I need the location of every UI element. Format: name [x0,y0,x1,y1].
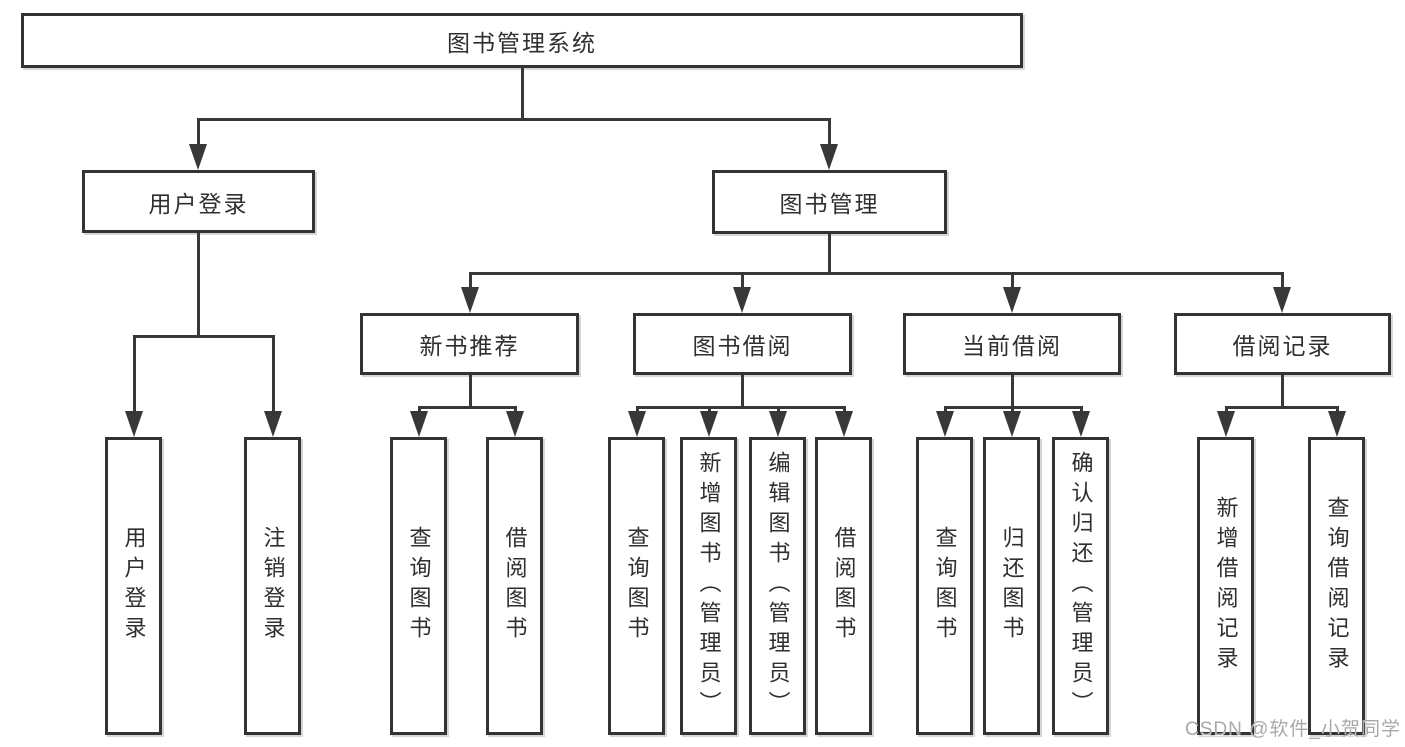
arrowhead-down-icon [1072,411,1090,437]
connector-stem [740,375,744,409]
arrowhead-down-icon [820,144,838,170]
arrowhead-down-icon [1003,411,1021,437]
node-book-borrow-label: 图书借阅 [692,333,793,359]
connector-drop [132,335,136,417]
leaf-user-login-label: 用户登录 [121,526,147,646]
connector-stem [196,233,200,338]
leaf-recommend-borrow-book-label: 借阅图书 [502,526,528,646]
arrowhead-down-icon [506,411,524,437]
connector-stem [520,68,524,121]
leaf-edit-book-admin: 编辑图书（管理员） [749,437,806,735]
node-current-borrow-label: 当前借阅 [962,333,1062,359]
leaf-borrow-query-book: 查询图书 [608,437,665,735]
arrowhead-down-icon [936,411,954,437]
connector-bar [1224,406,1339,409]
node-root-label: 图书管理系统 [447,29,597,56]
leaf-query-borrow-record: 查询借阅记录 [1308,437,1365,735]
arrowhead-down-icon [700,411,718,437]
node-borrow-record: 借阅记录 [1174,313,1391,375]
connector-bar [635,406,846,409]
leaf-user-login: 用户登录 [105,437,162,735]
connector-stem [1010,375,1014,409]
leaf-recommend-query-book-label: 查询图书 [406,526,432,646]
connector-bar [132,335,275,338]
leaf-add-book-admin-label: 新增图书（管理员） [696,451,722,721]
arrowhead-down-icon [1217,411,1235,437]
arrowhead-down-icon [769,411,787,437]
leaf-borrow-query-book-label: 查询图书 [624,526,650,646]
connector-bar [417,406,517,409]
watermark: CSDN @软件_小贺同学 [1185,719,1401,740]
leaf-add-borrow-record-label: 新增借阅记录 [1213,496,1239,676]
connector-bar [196,118,831,121]
node-new-book-recommend-label: 新书推荐 [419,333,520,359]
leaf-add-borrow-record: 新增借阅记录 [1197,437,1254,735]
node-user-login-label: 用户登录 [148,190,249,217]
arrowhead-down-icon [733,287,751,313]
arrowhead-down-icon [835,411,853,437]
arrowhead-down-icon [410,411,428,437]
node-new-book-recommend: 新书推荐 [360,313,579,375]
leaf-return-book-label: 归还图书 [999,526,1025,646]
leaf-return-book: 归还图书 [983,437,1040,735]
leaf-logout-label: 注销登录 [260,526,286,646]
leaf-confirm-return-admin-label: 确认归还（管理员） [1068,451,1094,721]
connector-drop [827,118,831,150]
leaf-add-book-admin: 新增图书（管理员） [680,437,737,735]
arrowhead-down-icon [1003,287,1021,313]
leaf-borrow-book: 借阅图书 [815,437,872,735]
leaf-recommend-borrow-book: 借阅图书 [486,437,543,735]
connector-drop [740,272,744,293]
connector-stem [1280,375,1284,409]
node-user-login: 用户登录 [82,170,315,233]
node-root: 图书管理系统 [21,13,1023,68]
leaf-confirm-return-admin: 确认归还（管理员） [1052,437,1109,735]
arrowhead-down-icon [628,411,646,437]
node-book-management: 图书管理 [712,170,947,234]
leaf-logout: 注销登录 [244,437,301,735]
arrowhead-down-icon [1273,287,1291,313]
leaf-recommend-query-book: 查询图书 [390,437,447,735]
connector-drop [1010,272,1014,293]
connector-drop [271,335,275,417]
arrowhead-down-icon [1328,411,1346,437]
node-current-borrow: 当前借阅 [903,313,1121,375]
leaf-query-borrow-record-label: 查询借阅记录 [1324,496,1350,676]
connector-stem [827,234,831,275]
connector-drop [1280,272,1284,293]
arrowhead-down-icon [189,144,207,170]
arrowhead-down-icon [125,411,143,437]
connector-stem [468,375,472,409]
leaf-current-query-book-label: 查询图书 [932,526,958,646]
leaf-edit-book-admin-label: 编辑图书（管理员） [765,451,791,721]
arrowhead-down-icon [264,411,282,437]
leaf-borrow-book-label: 借阅图书 [831,526,857,646]
node-borrow-record-label: 借阅记录 [1232,333,1333,359]
connector-drop [468,272,472,293]
node-book-borrow: 图书借阅 [633,313,852,375]
leaf-current-query-book: 查询图书 [916,437,973,735]
arrowhead-down-icon [461,287,479,313]
connector-drop [196,118,200,150]
connector-bar [468,272,1284,275]
node-book-management-label: 图书管理 [779,191,880,217]
